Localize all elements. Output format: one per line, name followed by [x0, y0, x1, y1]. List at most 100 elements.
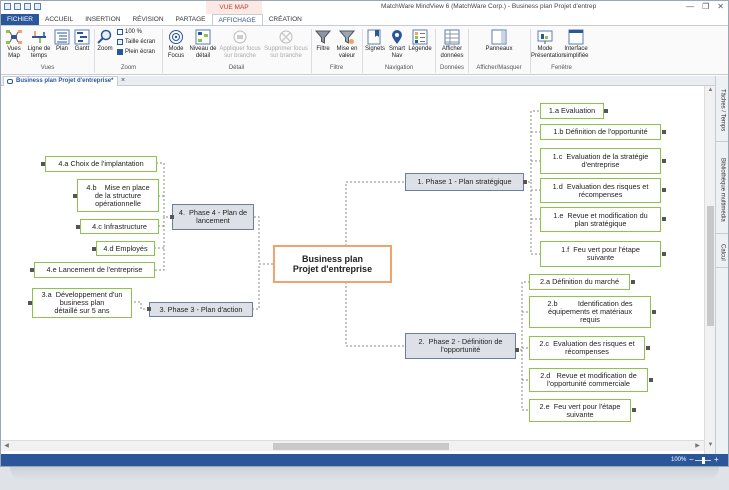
- tab-affichage[interactable]: AFFICHAGE: [211, 14, 263, 25]
- close-button[interactable]: ✕: [717, 2, 724, 11]
- tab-creation[interactable]: CRÉATION: [268, 16, 302, 23]
- subtopic-4e[interactable]: 4.e Lancement de l'entreprise: [34, 262, 155, 278]
- filtre-button[interactable]: Filtre: [313, 29, 333, 53]
- vertical-scrollbar[interactable]: ▲ ▼: [704, 86, 715, 454]
- expand-knob[interactable]: [73, 194, 77, 198]
- zoom-in-icon[interactable]: +: [714, 455, 719, 464]
- subtopic-1e[interactable]: 1.e Revue et modification du plan straté…: [540, 207, 661, 232]
- expand-knob[interactable]: [646, 346, 650, 350]
- plein-ecran-button[interactable]: Plein écran: [117, 49, 155, 55]
- subtopic-3a[interactable]: 3.a Développement d'un business plan dét…: [32, 288, 132, 318]
- plan-button[interactable]: Plan: [53, 29, 71, 53]
- mode-focus-button[interactable]: Mode Focus: [164, 29, 188, 60]
- tab-revision[interactable]: RÉVISION: [132, 16, 164, 23]
- subtopic-2e[interactable]: 2.e Feu vert pour l'étape suivante: [529, 399, 631, 422]
- expand-knob[interactable]: [30, 268, 34, 272]
- subtopic-1b[interactable]: 1.b Définition de l'opportunité: [540, 124, 661, 140]
- document-tab[interactable]: Business plan Projet d'entreprise*: [3, 76, 119, 86]
- signets-button[interactable]: Signets: [364, 29, 386, 53]
- expand-knob[interactable]: [662, 252, 666, 256]
- expand-knob[interactable]: [76, 225, 80, 229]
- vues-map-button[interactable]: Vues Map: [3, 29, 25, 60]
- subtopic-2b[interactable]: 2.b Identification des équipements et ma…: [529, 296, 651, 328]
- expand-knob[interactable]: [662, 217, 666, 221]
- subtopic-4c[interactable]: 4.c Infrastructure: [80, 219, 159, 234]
- tab-fichier[interactable]: FICHIER: [1, 14, 39, 25]
- zoom-100-button[interactable]: 100 %: [117, 29, 142, 35]
- subtopic-1f[interactable]: 1.f Feu vert pour l'étape suivante: [540, 241, 661, 267]
- subtopic-1c[interactable]: 1.c Evaluation de la stratégie d'entrepr…: [540, 148, 661, 174]
- document-close-icon[interactable]: ×: [121, 77, 126, 84]
- minimize-button[interactable]: —: [686, 2, 695, 11]
- panel-tab-bibliotheque[interactable]: Bibliothèque multimédia: [716, 146, 728, 234]
- central-topic[interactable]: Business plan Projet d'entreprise: [273, 245, 392, 283]
- horizontal-scroll-thumb[interactable]: [273, 443, 449, 450]
- legende-button[interactable]: Légende: [408, 29, 432, 53]
- vertical-scroll-thumb[interactable]: [707, 206, 714, 326]
- subtopic-2c[interactable]: 2.c Evaluation des risques et récompense…: [529, 336, 645, 360]
- supprimer-focus-button[interactable]: Supprimer focus sur branche: [263, 29, 309, 60]
- expand-knob[interactable]: [92, 247, 96, 251]
- expand-knob[interactable]: [652, 310, 656, 314]
- phase2-topic[interactable]: 2. Phase 2 - Définition de l'opportunité: [405, 333, 516, 359]
- subtopic-1d[interactable]: 1.d Evaluation des risques et récompense…: [540, 178, 661, 203]
- ligne-de-temps-button[interactable]: Ligne de temps: [26, 29, 52, 60]
- smart-nav-button[interactable]: Smart Nav: [387, 29, 407, 60]
- subtopic-2d[interactable]: 2.d Revue et modification de l'opportuni…: [529, 368, 648, 392]
- phase1-topic[interactable]: 1. Phase 1 - Plan stratégique: [405, 173, 524, 191]
- collapse-knob[interactable]: [147, 307, 151, 311]
- horizontal-scrollbar[interactable]: ◀ ▶: [1, 440, 704, 451]
- subtopic-1a[interactable]: 1.a Evaluation: [540, 103, 604, 119]
- scroll-up-icon[interactable]: ▲: [707, 87, 714, 93]
- afficher-donnees-button[interactable]: Afficher données: [437, 29, 467, 60]
- zoom-slider-thumb[interactable]: [702, 457, 705, 464]
- mise-en-valeur-button[interactable]: Mise en valeur: [334, 29, 360, 60]
- restore-button[interactable]: ❐: [702, 2, 710, 11]
- expand-knob[interactable]: [604, 109, 608, 113]
- expand-knob[interactable]: [662, 188, 666, 192]
- subtopic-4d[interactable]: 4.d Employés: [96, 241, 155, 256]
- zoom-button[interactable]: Zoom: [96, 29, 114, 53]
- scroll-right-icon[interactable]: ▶: [695, 443, 700, 449]
- title-bar: VUE MAP MatchWare MindView 6 (MatchWare …: [1, 1, 728, 14]
- mindmap-canvas[interactable]: Business plan Projet d'entreprise 1. Pha…: [1, 86, 704, 454]
- expand-knob[interactable]: [632, 408, 636, 412]
- expand-knob[interactable]: [662, 159, 666, 163]
- tab-insertion[interactable]: INSERTION: [85, 16, 121, 23]
- save-icon[interactable]: [14, 3, 21, 10]
- tab-partage[interactable]: PARTAGE: [175, 16, 206, 23]
- connector-2a: [516, 281, 529, 351]
- interface-simplifiee-button[interactable]: Interface simplifiée: [560, 29, 592, 60]
- phase3-topic[interactable]: 3. Phase 3 - Plan d'action: [149, 302, 253, 317]
- subtopic-2a[interactable]: 2.a Définition du marché: [529, 274, 630, 290]
- expand-knob[interactable]: [649, 378, 653, 382]
- collapse-knob[interactable]: [515, 348, 519, 352]
- tab-accueil[interactable]: ACCUEIL: [45, 16, 74, 23]
- subtopic-4a[interactable]: 4.a Choix de l'implantation: [45, 156, 157, 172]
- expand-knob[interactable]: [28, 301, 32, 305]
- redo-icon[interactable]: [34, 3, 41, 10]
- scroll-down-icon[interactable]: ▼: [707, 442, 714, 448]
- niveau-detail-button[interactable]: Niveau de détail: [189, 29, 217, 60]
- undo-icon[interactable]: [24, 3, 31, 10]
- collapse-knob[interactable]: [170, 215, 174, 219]
- expand-knob[interactable]: [662, 130, 666, 134]
- panel-tab-taches-temps[interactable]: Tâches / Temps: [716, 80, 728, 142]
- mode-presentation-button[interactable]: Mode Présentation: [531, 29, 565, 60]
- taille-ecran-button[interactable]: Taille écran: [117, 39, 155, 45]
- zoom-level: 100%: [671, 457, 687, 463]
- gantt-button[interactable]: Gantt: [72, 29, 92, 53]
- appliquer-focus-button[interactable]: Appliquer focus sur branche: [218, 29, 262, 60]
- group-donnees: Données: [439, 65, 465, 71]
- panneaux-button[interactable]: Panneaux: [471, 29, 527, 53]
- ribbon-separator: [468, 29, 469, 73]
- collapse-knob[interactable]: [523, 180, 527, 184]
- interface-simplifiee-label: Interface simplifiée: [563, 46, 589, 59]
- zoom-out-icon[interactable]: −: [689, 455, 694, 464]
- scroll-left-icon[interactable]: ◀: [4, 443, 9, 449]
- expand-knob[interactable]: [41, 162, 45, 166]
- expand-knob[interactable]: [631, 280, 635, 284]
- subtopic-4b[interactable]: 4.b Mise en place de la structure opérat…: [77, 179, 159, 212]
- phase4-topic[interactable]: 4. Phase 4 - Plan de lancement: [172, 204, 254, 230]
- panel-tab-calcul[interactable]: Calcul: [716, 238, 728, 268]
